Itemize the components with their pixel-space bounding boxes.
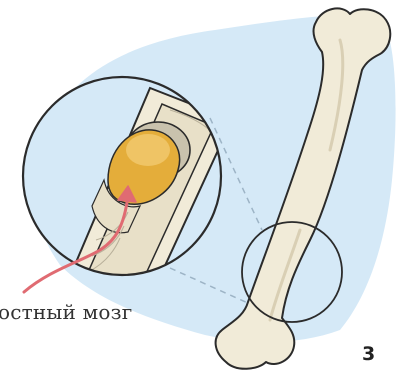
bone-marrow-label: остный мозг: [0, 300, 132, 324]
page-number: 3: [362, 343, 375, 365]
